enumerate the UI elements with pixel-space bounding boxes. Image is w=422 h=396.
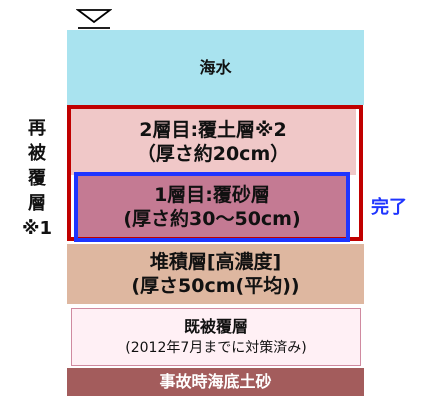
recovering-label-char: 覆	[28, 168, 46, 189]
recovering-label-char: 被	[28, 143, 46, 164]
recovering-label-char: 再	[28, 118, 46, 139]
existing-cover-layer: 既被覆層 (2012年7月までに対策済み)	[71, 308, 361, 366]
recovering-label-char: 層	[28, 193, 46, 214]
recovering-label-note: ※1	[21, 218, 53, 239]
layer1-cover-sand: 1層目:覆砂層 (厚さ約30～50cm)	[78, 176, 346, 238]
layer1-thickness: (厚さ約30～50cm)	[123, 208, 301, 230]
seawater-label: 海水	[199, 57, 232, 77]
sediment-thickness: (厚さ50cm(平均))	[131, 275, 300, 297]
layer1-frame	[74, 172, 350, 242]
layer2-thickness: （厚さ約20cm）	[136, 143, 290, 165]
sediment-title: 堆積層[高濃度]	[149, 251, 282, 273]
seabed-soil-label: 事故時海底土砂	[159, 372, 272, 391]
layer2-title: 2層目:覆土層※2	[139, 119, 287, 141]
seabed-soil-layer: 事故時海底土砂	[67, 368, 364, 396]
layer2-cover-soil: 2層目:覆土層※2 （厚さ約20cm）	[70, 109, 356, 175]
existing-note: (2012年7月までに対策済み)	[125, 339, 307, 356]
seawater-layer: 海水	[67, 30, 364, 105]
sediment-layer: 堆積層[高濃度] (厚さ50cm(平均))	[67, 244, 364, 304]
existing-title: 既被覆層	[183, 316, 248, 336]
layer1-title: 1層目:覆砂層	[154, 184, 270, 206]
completed-status-label: 完了	[371, 197, 407, 218]
recovering-layer-label: 再 被 覆 層 ※1	[14, 116, 60, 241]
